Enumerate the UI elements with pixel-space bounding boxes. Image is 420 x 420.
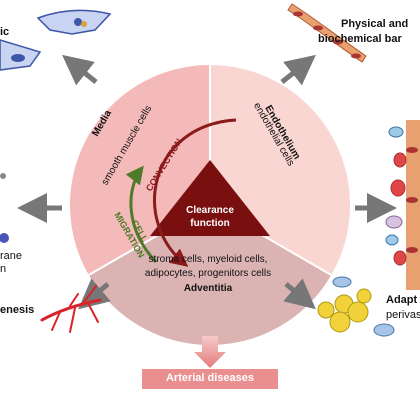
clearance-triangle <box>150 160 270 236</box>
footer-box <box>142 369 278 389</box>
bottom-right-label-line1: Adapt <box>386 294 418 306</box>
top-right-label-line2: biochemical bar <box>318 33 402 45</box>
adventitia-sector <box>88 205 332 345</box>
bottom-left-partial-label: enesis <box>0 304 35 316</box>
smooth-muscle-cell-illustration <box>0 9 112 71</box>
adventitia-line2: adipocytes, progenitors cells <box>144 268 272 279</box>
cell-migration-arrow <box>125 165 158 264</box>
endothelium-strip-illustration <box>287 3 367 63</box>
clearance-title-line2: function <box>190 218 230 229</box>
clearance-title-line1: Clearance <box>186 205 234 216</box>
angiogenesis-illustration <box>40 285 102 333</box>
arterial-diseases-label: Arterial diseases <box>165 372 255 384</box>
arrow-top-right <box>280 54 316 86</box>
convection-arrow <box>153 118 237 267</box>
down-arrow <box>194 336 226 368</box>
adventitia-line1: stroma cells, myeloid cells, <box>148 254 268 265</box>
arrow-top-left <box>62 54 98 86</box>
vessel-wall-illustration <box>385 120 420 290</box>
left-partial-line1: rane <box>0 250 23 262</box>
adventitia-title: Adventitia <box>183 283 233 294</box>
left-partial-line2: n <box>0 263 7 275</box>
adipocyte-illustration <box>317 276 395 337</box>
arrow-bottom-right <box>283 278 316 310</box>
left-cell-illustration <box>0 173 9 243</box>
bottom-right-label-line2: perivas <box>386 309 420 321</box>
top-right-label-line1: Physical and <box>341 18 409 30</box>
top-left-partial-label: ic <box>0 26 10 38</box>
